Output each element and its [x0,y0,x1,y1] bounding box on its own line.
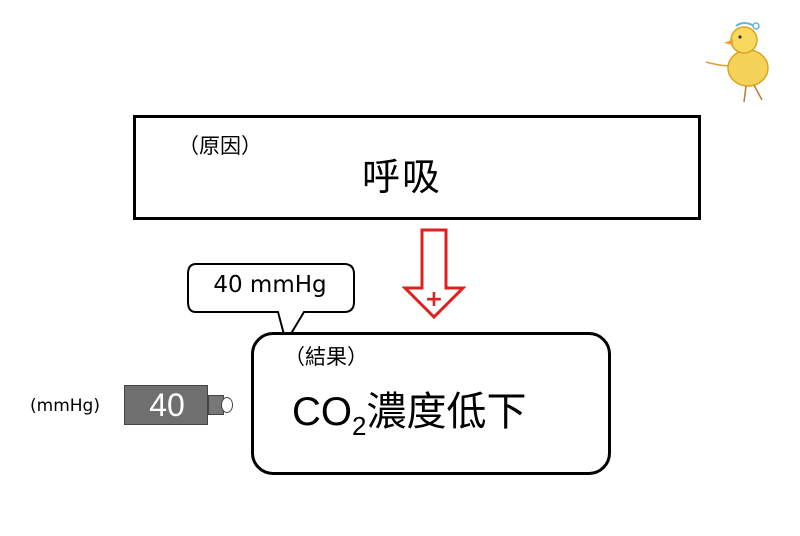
unit-label: (mmHg) [30,396,100,416]
cause-tag: （原因） [178,134,262,158]
battery-value: 40 [149,387,185,423]
battery-gauge: 40 [124,385,208,425]
result-sub: 2 [352,411,367,441]
result-box: （結果） CO2濃度低下 [251,332,611,475]
battery-cap [221,397,233,413]
result-tag: （結果） [284,345,368,369]
result-co: CO [292,390,352,434]
cause-text: 呼吸 [362,155,443,199]
cause-box: （原因） 呼吸 [133,115,701,220]
result-text: CO2濃度低下 [292,379,526,442]
result-main: 濃度低下 [366,389,527,435]
callout-bubble [187,263,355,344]
arrow-sign: + [425,287,443,312]
callout-text: 40 mmHg [213,272,327,298]
down-arrow-icon: + [402,228,466,320]
chick-icon [705,22,769,103]
